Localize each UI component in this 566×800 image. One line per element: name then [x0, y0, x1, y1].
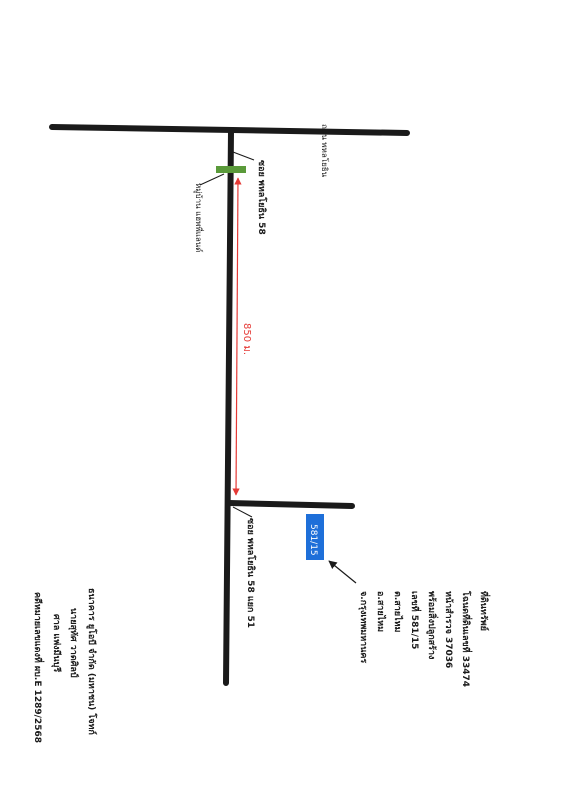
property-info-line1: ที่ดินทรัพย์	[478, 591, 491, 631]
soi-51-label: ซอย พหลโยธิน 58 แยก 51	[245, 518, 257, 628]
distance-arrow	[232, 177, 242, 496]
branch-road	[226, 500, 355, 509]
distance-label: 850 ม.	[241, 323, 252, 355]
soi-road	[223, 128, 234, 686]
property-info-line2: โฉนดที่ดินเลขที่ 33474	[460, 590, 473, 687]
property-info-line6: ต.สายไหม	[392, 591, 404, 633]
soi-label: ซอย พหลโยธิน 58	[256, 160, 268, 235]
property-info-line3: หน้าสำรวจ 37036	[443, 591, 454, 668]
property-info-line7: อ.สายไหม	[375, 591, 387, 632]
landmark-leader	[199, 173, 225, 186]
main-road-label: ถนน พหลโยธิน	[320, 124, 330, 178]
landmark-marker	[216, 166, 246, 173]
footer-line4: คดีหมายเลขแดงที่ ผบ.E 1289/2568	[32, 592, 45, 743]
footer-line3: ศาล แพ่งมีนบุรี	[51, 614, 62, 672]
soi51-label-leader	[232, 506, 253, 518]
footer-line1: ธนาคาร ยูโอบี จำกัด (มหาชน) โจทก์	[86, 588, 98, 735]
case-footer: ธนาคาร ยูโอบี จำกัด (มหาชน) โจทก์ นายสุท…	[32, 588, 98, 743]
property-info: ที่ดินทรัพย์ โฉนดที่ดินเลขที่ 33474 หน้า…	[358, 590, 491, 687]
property-arrow	[328, 560, 357, 584]
property-info-line5: เลขที่ 581/15	[409, 591, 422, 649]
property-marker-label: 581/15	[308, 524, 318, 556]
footer-line2: นายสุทัศ วาดศิลป์	[68, 608, 80, 678]
soi-label-leader	[232, 151, 255, 161]
property-info-line4: พร้อมสิ่งปลูกสร้าง	[426, 591, 439, 659]
landmark-label: หมู่บ้าน แฮพพี่แลนด์	[193, 183, 205, 252]
property-info-line8: จ.กรุงเทพมหานคร	[358, 591, 368, 663]
property-marker	[306, 514, 324, 560]
